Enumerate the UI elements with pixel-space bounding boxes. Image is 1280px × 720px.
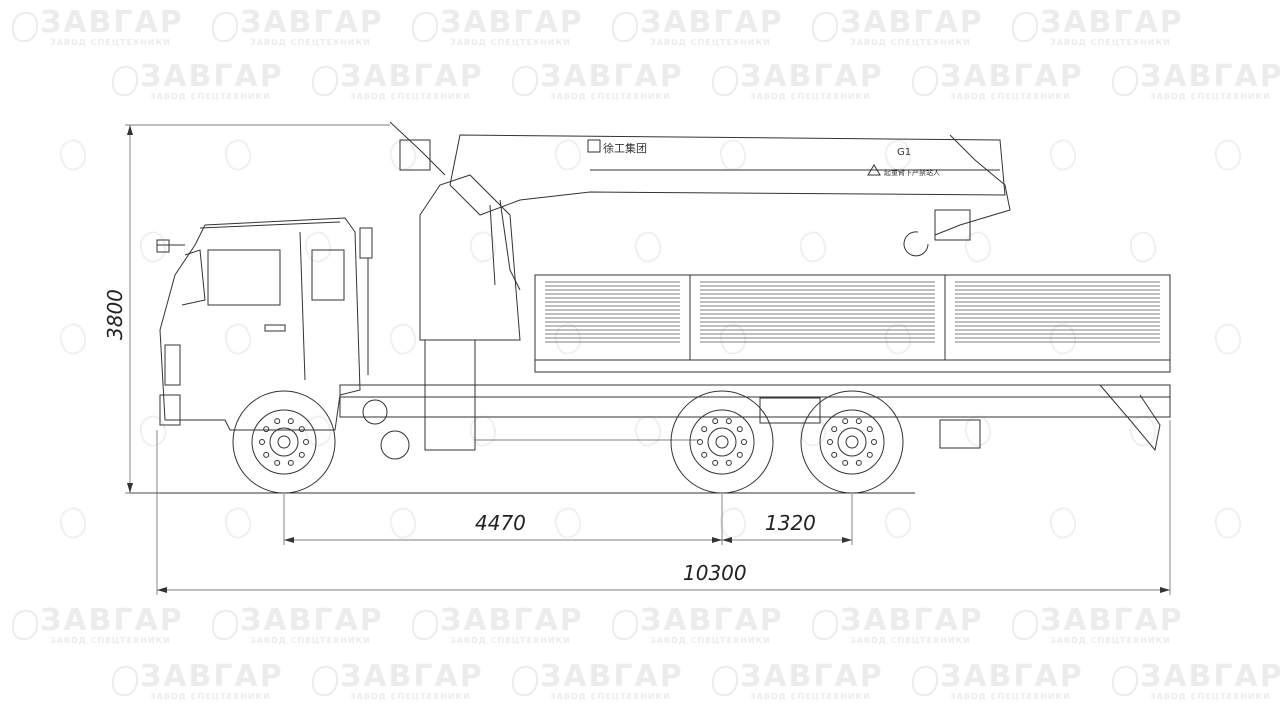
wheel [800, 390, 904, 494]
crane: 徐工集团 G1 起重臂下严禁站人 [389, 121, 1011, 341]
chassis-frame [339, 339, 1171, 460]
truck-cab [156, 217, 373, 431]
height-dimension: 3800 [103, 289, 127, 340]
dimension-lines: 3800 4470 1320 10300 [103, 124, 1171, 595]
wheel [232, 390, 336, 494]
wheelbase-front-dimension: 4470 [475, 511, 526, 535]
crane-warning-text: 起重臂下严禁站人 [884, 168, 940, 177]
crane-brand-text: 徐工集团 [603, 141, 647, 155]
wheelbase-rear-dimension: 1320 [765, 511, 816, 535]
wheel [670, 390, 774, 494]
warning-triangle-icon [867, 164, 881, 176]
overall-length-dimension: 10300 [683, 561, 747, 585]
cargo-bed [534, 274, 1171, 373]
crane-model-label: G1 [897, 147, 911, 158]
